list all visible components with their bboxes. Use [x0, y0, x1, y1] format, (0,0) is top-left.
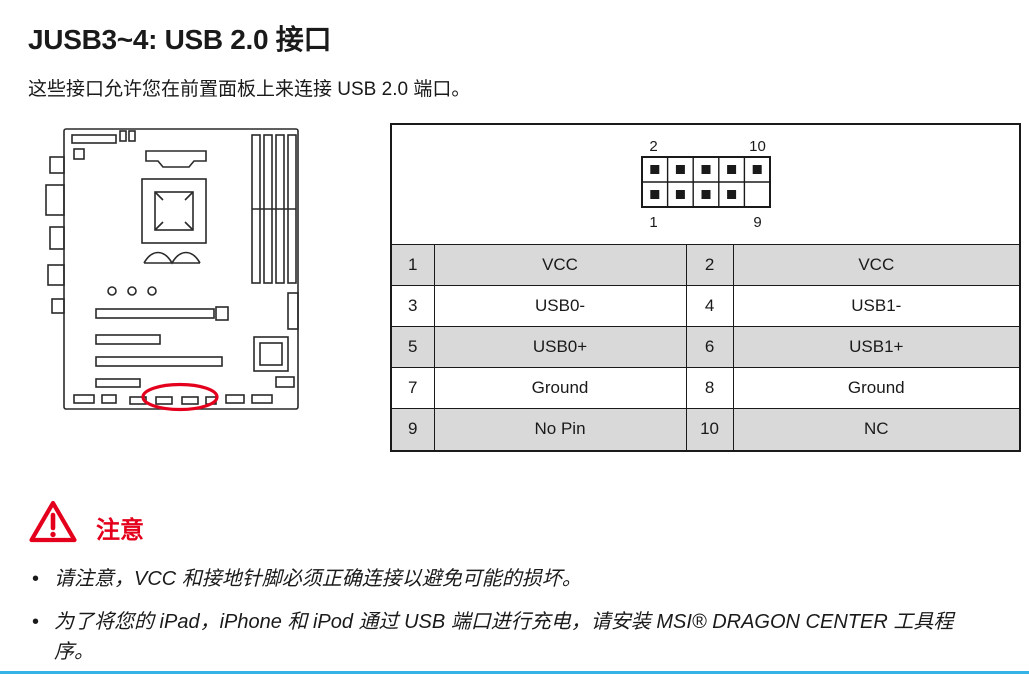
pin-number-cell: 3: [392, 285, 435, 327]
pin-number-cell: 4: [685, 285, 734, 327]
pin-signal-cell: VCC: [433, 244, 687, 286]
pin-signal-cell: No Pin: [433, 408, 687, 450]
notice-header: 注意: [28, 498, 1029, 544]
pin-top-labels: 2 10: [641, 135, 771, 156]
content-row: 2 10: [28, 123, 1029, 452]
warning-triangle-icon: [29, 500, 77, 542]
pin-number-cell: 2: [685, 244, 734, 286]
pinout-row: 3 USB0- 4 USB1-: [392, 285, 1019, 327]
pin-signal-cell: USB1+: [732, 326, 1019, 368]
pin-label-9: 9: [753, 214, 762, 231]
notice-section: 注意 请注意，VCC 和接地针脚必须正确连接以避免可能的损坏。 为了将您的 iP…: [28, 498, 1029, 667]
motherboard-line-art: [45, 128, 299, 412]
pin-number-cell: 5: [392, 326, 435, 368]
pinout-row: 5 USB0+ 6 USB1+: [392, 326, 1019, 368]
pin-label-10: 10: [749, 138, 766, 155]
page-title: JUSB3~4: USB 2.0 接口: [28, 24, 332, 55]
pin-signal-cell: Ground: [732, 367, 1019, 409]
pin-number-cell: 10: [685, 408, 734, 450]
pinout-table: 1 VCC 2 VCC 3 USB0- 4 USB1- 5 USB0+: [392, 244, 1019, 450]
pinout-panel: 2 10: [390, 123, 1021, 452]
pin-dots: [649, 165, 762, 199]
pin-header-diagram: [640, 156, 771, 208]
pin-bottom-labels: 1 9: [641, 213, 771, 234]
notice-heading: 注意: [96, 516, 144, 544]
pin-label-2: 2: [649, 138, 658, 155]
notice-bullet: 请注意，VCC 和接地针脚必须正确连接以避免可能的损坏。: [28, 564, 980, 594]
page-bottom-accent-line: [0, 671, 1029, 674]
pin-number-cell: 9: [392, 408, 435, 450]
notice-bullet: 为了将您的 iPad，iPhone 和 iPod 通过 USB 端口进行充电，请…: [28, 607, 980, 667]
pin-label-1: 1: [649, 214, 658, 231]
notice-bullet-list: 请注意，VCC 和接地针脚必须正确连接以避免可能的损坏。 为了将您的 iPad，…: [28, 564, 980, 667]
pin-number-cell: 8: [685, 367, 734, 409]
pin-signal-cell: USB0-: [433, 285, 687, 327]
pin-signal-cell: USB1-: [732, 285, 1019, 327]
pinout-row: 9 No Pin 10 NC: [392, 408, 1019, 450]
pinout-row: 7 Ground 8 Ground: [392, 367, 1019, 409]
pinout-row: 1 VCC 2 VCC: [392, 244, 1019, 286]
jusb-location-highlight-ellipse: [141, 382, 219, 412]
page-subtitle: 这些接口允许您在前置面板上来连接 USB 2.0 端口。: [28, 79, 471, 100]
pin-number-cell: 1: [392, 244, 435, 286]
pin-signal-cell: USB0+: [433, 326, 687, 368]
pin-signal-cell: NC: [732, 408, 1019, 450]
pin-signal-cell: VCC: [732, 244, 1019, 286]
pin-number-cell: 7: [392, 367, 435, 409]
pin-signal-cell: Ground: [433, 367, 687, 409]
pin-number-cell: 6: [685, 326, 734, 368]
pin-header-figure: 2 10: [392, 125, 1019, 240]
motherboard-diagram: [30, 123, 302, 415]
